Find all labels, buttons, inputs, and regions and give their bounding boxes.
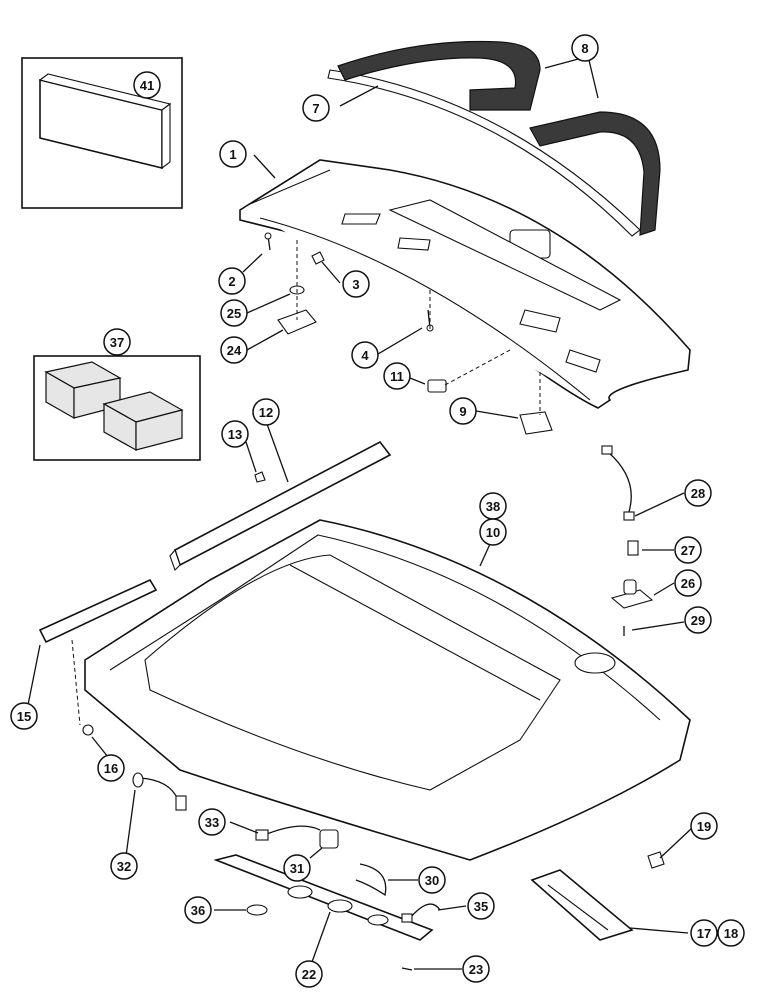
svg-text:25: 25 bbox=[227, 306, 241, 321]
harness-33 bbox=[255, 825, 321, 841]
callout-11: 11 bbox=[383, 362, 411, 390]
svg-text:41: 41 bbox=[140, 78, 154, 93]
svg-text:33: 33 bbox=[205, 815, 219, 830]
plug-27 bbox=[627, 540, 639, 556]
inset-foam-37 bbox=[33, 355, 201, 461]
svg-text:28: 28 bbox=[691, 486, 705, 501]
svg-text:1: 1 bbox=[229, 147, 236, 162]
callout-18: 18 bbox=[717, 919, 745, 947]
svg-text:32: 32 bbox=[117, 859, 131, 874]
svg-text:29: 29 bbox=[691, 613, 705, 628]
callout-36: 36 bbox=[184, 896, 212, 924]
svg-text:19: 19 bbox=[697, 819, 711, 834]
pad-11 bbox=[427, 379, 447, 393]
callout-16: 16 bbox=[97, 754, 125, 782]
svg-text:30: 30 bbox=[425, 873, 439, 888]
seal-7 bbox=[327, 69, 641, 237]
svg-text:8: 8 bbox=[581, 41, 588, 56]
strip-15 bbox=[38, 578, 158, 644]
svg-text:4: 4 bbox=[361, 348, 369, 363]
screw-23 bbox=[401, 967, 413, 971]
callout-15: 15 bbox=[10, 702, 38, 730]
leader-lines bbox=[27, 55, 693, 970]
svg-text:10: 10 bbox=[486, 525, 500, 540]
callout-12: 12 bbox=[252, 398, 280, 426]
callout-41: 41 bbox=[133, 71, 161, 99]
callout-10: 10 bbox=[479, 518, 507, 546]
harness-30 bbox=[355, 863, 387, 897]
svg-text:12: 12 bbox=[259, 405, 273, 420]
callout-13: 13 bbox=[221, 420, 249, 448]
callout-38: 38 bbox=[479, 492, 507, 520]
svg-text:26: 26 bbox=[681, 576, 695, 591]
callout-25: 25 bbox=[220, 299, 248, 327]
callout-35: 35 bbox=[467, 892, 495, 920]
console-22 bbox=[213, 854, 434, 941]
bracket-26 bbox=[610, 579, 654, 609]
screw-2 bbox=[264, 232, 272, 251]
svg-text:11: 11 bbox=[390, 369, 404, 384]
cover-17 bbox=[530, 869, 634, 941]
lamp-9 bbox=[519, 411, 553, 435]
lens-36 bbox=[246, 904, 268, 916]
seal-8-lower bbox=[529, 111, 661, 236]
strip-12 bbox=[169, 440, 392, 572]
callout-24: 24 bbox=[220, 336, 248, 364]
svg-text:13: 13 bbox=[228, 427, 242, 442]
switch-31 bbox=[319, 829, 339, 849]
callout-26: 26 bbox=[674, 569, 702, 597]
seal-8-upper bbox=[337, 40, 541, 111]
callout-1: 1 bbox=[219, 140, 247, 168]
callout-9: 9 bbox=[449, 397, 477, 425]
svg-text:17: 17 bbox=[697, 926, 711, 941]
svg-text:16: 16 bbox=[104, 761, 118, 776]
svg-text:35: 35 bbox=[474, 899, 488, 914]
callout-31: 31 bbox=[283, 854, 311, 882]
svg-text:22: 22 bbox=[302, 967, 316, 982]
svg-text:37: 37 bbox=[110, 335, 124, 350]
callout-33: 33 bbox=[198, 808, 226, 836]
callout-29: 29 bbox=[684, 606, 712, 634]
svg-text:9: 9 bbox=[459, 404, 466, 419]
svg-text:38: 38 bbox=[486, 499, 500, 514]
harness-28 bbox=[601, 445, 635, 521]
callout-37: 37 bbox=[103, 328, 131, 356]
callout-4: 4 bbox=[351, 341, 379, 369]
callout-19: 19 bbox=[690, 812, 718, 840]
socket-32 bbox=[132, 772, 187, 811]
svg-text:24: 24 bbox=[227, 343, 242, 358]
harness-35 bbox=[401, 903, 441, 923]
callout-32: 32 bbox=[110, 852, 138, 880]
callout-3: 3 bbox=[342, 270, 370, 298]
headliner-panel-1 bbox=[239, 159, 691, 409]
svg-text:15: 15 bbox=[17, 709, 31, 724]
headliner-panel-10 bbox=[84, 519, 691, 861]
svg-text:2: 2 bbox=[228, 274, 235, 289]
callout-30: 30 bbox=[418, 866, 446, 894]
callout-17: 17 bbox=[690, 919, 718, 947]
svg-text:36: 36 bbox=[191, 903, 205, 918]
clip-19 bbox=[647, 851, 665, 869]
callout-23: 23 bbox=[462, 955, 490, 983]
grommet-16 bbox=[82, 724, 94, 736]
callout-7: 7 bbox=[302, 94, 330, 122]
svg-text:31: 31 bbox=[290, 861, 304, 876]
callout-28: 28 bbox=[684, 479, 712, 507]
svg-text:7: 7 bbox=[312, 101, 319, 116]
svg-text:3: 3 bbox=[352, 277, 359, 292]
svg-text:27: 27 bbox=[681, 543, 695, 558]
callout-22: 22 bbox=[295, 960, 323, 988]
svg-text:18: 18 bbox=[724, 926, 738, 941]
clip-3 bbox=[311, 251, 325, 265]
callout-27: 27 bbox=[674, 536, 702, 564]
clip-13 bbox=[254, 471, 266, 483]
callout-8: 8 bbox=[571, 34, 599, 62]
callout-2: 2 bbox=[218, 267, 246, 295]
svg-text:23: 23 bbox=[469, 962, 483, 977]
